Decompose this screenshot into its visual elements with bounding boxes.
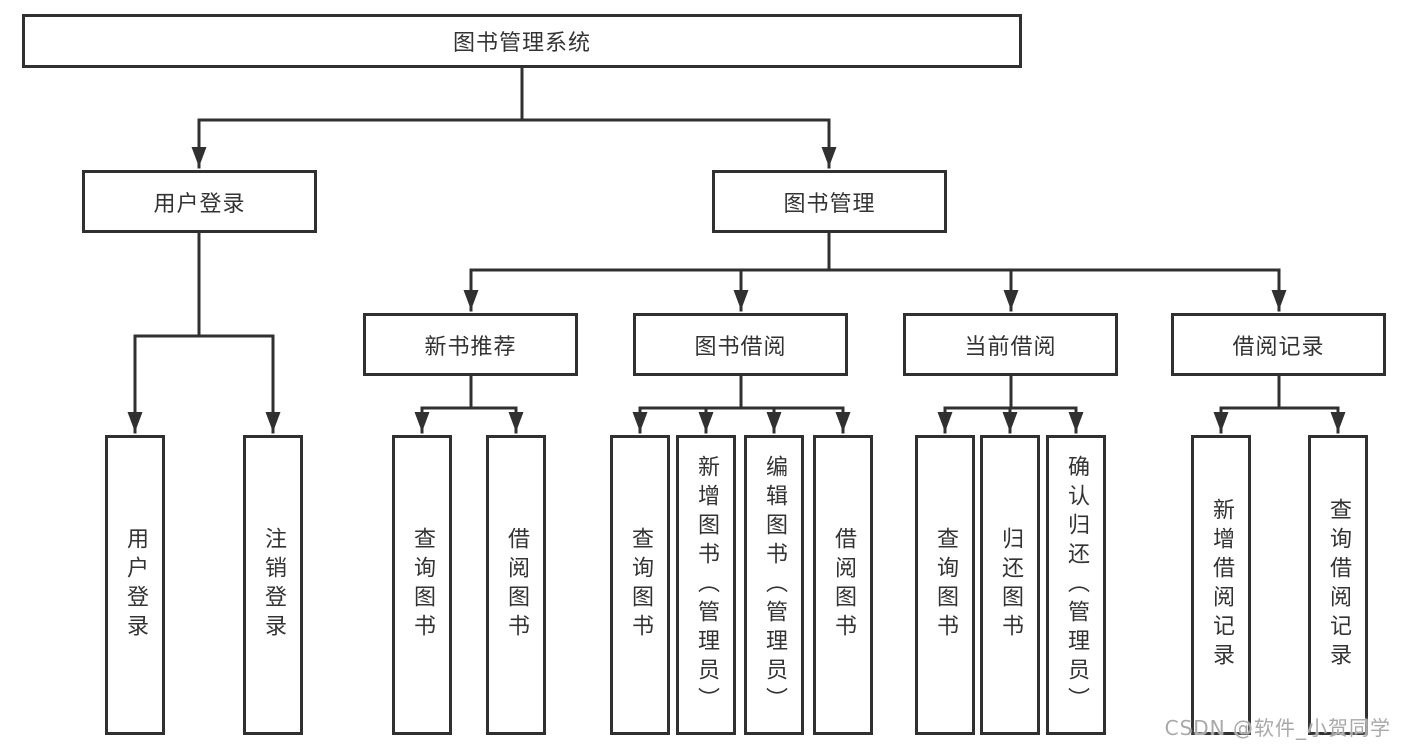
node-label: 归还图书 xyxy=(998,527,1023,643)
node-label: 新书推荐 xyxy=(424,334,517,360)
node-label: 借阅图书 xyxy=(504,527,529,643)
leaf-add-borrow-record: 新增借阅记录 xyxy=(1191,435,1251,735)
node-label: 查询图书 xyxy=(410,527,435,643)
leaf-edit-books-admin: 编辑图书（管理员） xyxy=(744,435,804,735)
csdn-watermark: CSDN @软件_小贺同学 xyxy=(1164,716,1391,740)
leaf-query-books: 查询图书 xyxy=(610,435,670,735)
node-label: 新增图书（管理员） xyxy=(694,454,719,716)
node-current-borrow: 当前借阅 xyxy=(903,313,1118,376)
node-label: 查询借阅记录 xyxy=(1326,498,1351,672)
node-new-book-recommend: 新书推荐 xyxy=(363,313,578,376)
leaf-add-books-admin: 新增图书（管理员） xyxy=(676,435,736,735)
leaf-return-books: 归还图书 xyxy=(980,435,1040,735)
node-label: 查询图书 xyxy=(628,527,653,643)
node-label: 借阅记录 xyxy=(1232,334,1325,360)
node-label: 图书管理 xyxy=(783,191,876,217)
node-label: 当前借阅 xyxy=(964,334,1057,360)
leaf-logout: 注销登录 xyxy=(243,435,303,735)
node-label: 借阅图书 xyxy=(831,527,856,643)
leaf-query-borrow-record: 查询借阅记录 xyxy=(1308,435,1368,735)
node-label: 用户登录 xyxy=(153,191,246,217)
leaf-query-books: 查询图书 xyxy=(392,435,452,735)
node-label: 编辑图书（管理员） xyxy=(762,454,787,716)
node-label: 确认归还（管理员） xyxy=(1064,454,1089,716)
leaf-user-login: 用户登录 xyxy=(105,435,165,735)
node-label: 用户登录 xyxy=(123,527,148,643)
leaf-borrow-books: 借阅图书 xyxy=(486,435,546,735)
node-user-login: 用户登录 xyxy=(82,170,317,233)
node-book-management: 图书管理 xyxy=(712,170,947,233)
node-label: 图书借阅 xyxy=(694,334,787,360)
node-label: 新增借阅记录 xyxy=(1209,498,1234,672)
node-library-system: 图书管理系统 xyxy=(22,14,1022,68)
node-borrow-records: 借阅记录 xyxy=(1171,313,1386,376)
leaf-query-books: 查询图书 xyxy=(915,435,975,735)
node-label: 注销登录 xyxy=(261,527,286,643)
leaf-borrow-books: 借阅图书 xyxy=(813,435,873,735)
node-label: 查询图书 xyxy=(933,527,958,643)
node-book-borrow: 图书借阅 xyxy=(633,313,848,376)
leaf-confirm-return-admin: 确认归还（管理员） xyxy=(1046,435,1106,735)
node-label: 图书管理系统 xyxy=(452,31,591,56)
